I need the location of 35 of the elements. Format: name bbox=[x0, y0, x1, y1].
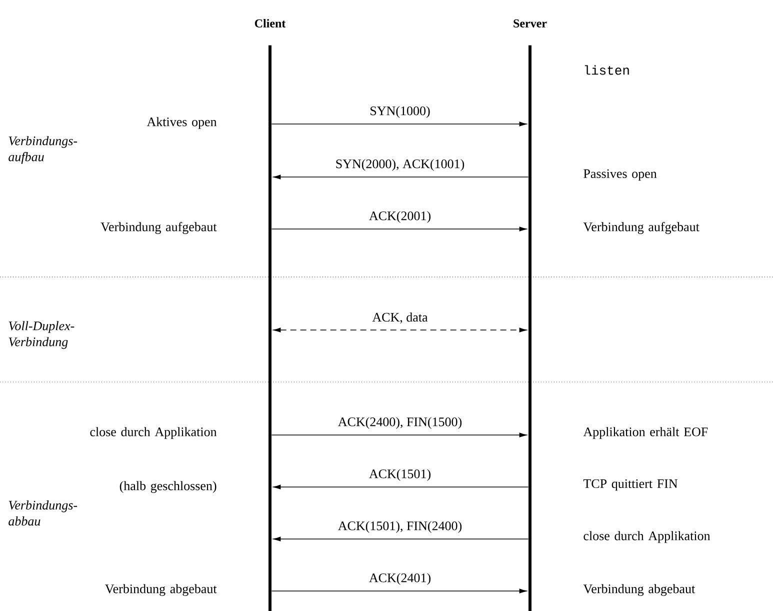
edge-label: ACK(1501) bbox=[368, 468, 432, 482]
note: Verbindung aufgebaut bbox=[100, 222, 217, 234]
arrow bbox=[271, 122, 527, 126]
phase-label: Verbindungs- abbau bbox=[8, 500, 78, 526]
edge-label: ACK(1501), FIN(2400) bbox=[336, 520, 464, 534]
note: Verbindung abgebaut bbox=[583, 584, 696, 596]
note: Applikation erhält EOF bbox=[583, 427, 708, 439]
edge-label: ACK(2001) bbox=[368, 210, 432, 224]
note: TCP quittiert FIN bbox=[583, 479, 678, 491]
note: (halb geschlossen) bbox=[120, 481, 216, 493]
arrow bbox=[273, 328, 527, 332]
edge-label: SYN(2000), ACK(1001) bbox=[334, 158, 466, 172]
note: Passives open bbox=[584, 169, 657, 181]
note: Verbindung abgebaut bbox=[105, 584, 217, 596]
note: Aktives open bbox=[146, 117, 217, 129]
lifeline: Client bbox=[254, 19, 286, 611]
lifeline: Server bbox=[514, 19, 547, 611]
arrow bbox=[271, 588, 527, 594]
phase-label: Verbindungs- aufbau bbox=[8, 136, 78, 164]
note: listen bbox=[584, 65, 629, 75]
note: close durch Applikation bbox=[90, 427, 217, 439]
node-label: Client bbox=[254, 19, 286, 28]
edge-label: ACK(2401) bbox=[368, 572, 432, 586]
arrow bbox=[271, 432, 527, 438]
edge-label: ACK, data bbox=[371, 312, 429, 325]
phase-label: Voll-Duplex- Verbindung bbox=[8, 321, 74, 349]
arrow bbox=[273, 484, 529, 490]
note: close durch Applikation bbox=[584, 531, 710, 543]
arrow bbox=[273, 174, 529, 180]
edge-label: SYN(1000) bbox=[368, 105, 432, 119]
note: Verbindung aufgebaut bbox=[583, 222, 700, 234]
node-label: Server bbox=[514, 19, 547, 28]
arrow bbox=[273, 536, 529, 542]
arrow bbox=[271, 226, 527, 232]
edge-label: ACK(2400), FIN(1500) bbox=[336, 416, 464, 430]
